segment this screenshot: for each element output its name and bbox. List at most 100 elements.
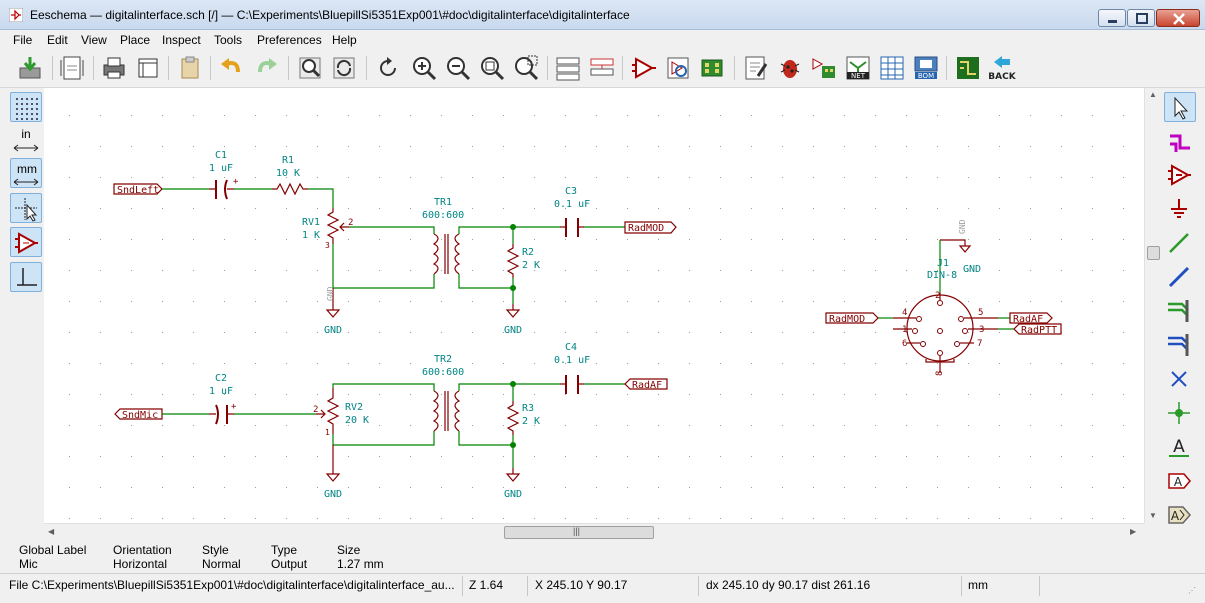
scroll-left-icon[interactable]: ◀	[48, 527, 55, 536]
global-label-sndleft[interactable]: SndLeft	[113, 183, 163, 196]
redo-icon[interactable]	[252, 54, 280, 82]
gnd-symbol[interactable]: GND	[504, 468, 522, 500]
back-icon[interactable]: BACK	[988, 54, 1017, 82]
grid-toggle-icon[interactable]	[10, 92, 42, 122]
c1-value: 1 uF	[209, 163, 233, 174]
resistor-r2[interactable]: R2 2 K	[506, 244, 540, 278]
capacitor-c1[interactable]: + C1 1 uF	[209, 150, 239, 200]
plot-icon[interactable]	[134, 54, 162, 82]
global-label-sndmic[interactable]: SndMic	[114, 408, 163, 421]
transformer-tr2[interactable]: TR2 600:600	[422, 354, 464, 432]
horizontal-scrollbar[interactable]: ◀ ||| ▶	[44, 523, 1144, 540]
mm-units-button[interactable]: mm	[10, 158, 42, 188]
wire-to-bus-entry-icon[interactable]	[1164, 296, 1196, 326]
back-icon-label: BACK	[988, 72, 1016, 82]
gnd-symbol[interactable]: GND	[324, 445, 342, 500]
menu-inspect[interactable]: Inspect	[162, 33, 201, 47]
scroll-up-icon[interactable]: ▲	[1149, 90, 1157, 99]
refresh-icon[interactable]	[374, 54, 402, 82]
gnd-symbol[interactable]: GND	[504, 304, 522, 336]
undo-icon[interactable]	[218, 54, 246, 82]
add-bus-icon[interactable]	[1164, 262, 1196, 292]
add-power-icon[interactable]	[1164, 194, 1196, 224]
j1-pin-3: 3	[979, 325, 984, 335]
scroll-right-icon[interactable]: ▶	[1130, 527, 1137, 536]
menu-file[interactable]: File	[13, 33, 33, 47]
maximize-button[interactable]	[1127, 9, 1155, 27]
r2-reference: R2	[522, 247, 534, 258]
minimize-button[interactable]	[1098, 9, 1126, 27]
symbol-browser-icon[interactable]	[664, 54, 692, 82]
menu-help[interactable]: Help	[332, 33, 357, 47]
no-connect-icon[interactable]	[1164, 364, 1196, 394]
pcbnew-icon[interactable]	[954, 54, 982, 82]
global-label-radmod[interactable]: RadMOD	[624, 221, 677, 234]
save-icon[interactable]	[16, 54, 44, 82]
page-settings-icon[interactable]	[58, 54, 86, 82]
add-wire-icon[interactable]	[1164, 228, 1196, 258]
global-label-radaf[interactable]: RadAF	[624, 378, 668, 391]
menu-place[interactable]: Place	[120, 33, 151, 47]
vertical-scroll-thumb[interactable]	[1147, 246, 1160, 260]
leave-sheet-icon[interactable]	[588, 54, 616, 82]
paste-icon[interactable]	[176, 54, 204, 82]
capacitor-c3[interactable]: C3 0.1 uF	[554, 186, 590, 237]
zoom-out-icon[interactable]	[444, 54, 472, 82]
capacitor-c2[interactable]: + C2 1 uF	[209, 373, 237, 425]
resistor-r1[interactable]: R1 10 K	[272, 155, 308, 196]
j1-value: DIN-8	[927, 270, 957, 281]
find-replace-icon[interactable]	[330, 54, 358, 82]
assign-footprints-icon[interactable]	[810, 54, 838, 82]
footprint-browser-icon[interactable]	[698, 54, 726, 82]
symbol-editor-icon[interactable]	[630, 54, 658, 82]
zoom-fit-icon[interactable]	[478, 54, 506, 82]
j1-pin-2: 2	[935, 291, 940, 301]
menu-tools[interactable]: Tools	[214, 33, 243, 47]
add-global-label-icon[interactable]: A	[1164, 466, 1196, 496]
bom-icon[interactable]: BOM	[912, 54, 940, 82]
erc-icon[interactable]	[776, 54, 804, 82]
zoom-in-icon[interactable]	[410, 54, 438, 82]
horizontal-scroll-thumb[interactable]: |||	[504, 526, 654, 539]
cursor-shape-icon[interactable]	[10, 193, 42, 223]
transformer-tr1[interactable]: TR1 600:600	[422, 197, 464, 275]
zoom-selection-icon[interactable]	[512, 54, 540, 82]
global-label-radaf-j1[interactable]: RadAF	[1009, 312, 1053, 325]
menu-preferences[interactable]: Preferences	[257, 33, 322, 47]
global-label-radptt[interactable]: RadPTT	[1013, 323, 1062, 336]
schematic-canvas[interactable]: SndLeft + C1 1 uF R1 10 K 2 RV1 1 K 3	[44, 88, 1144, 523]
connector-j1[interactable]: GND GND J1 DIN-8 2 4	[893, 219, 998, 376]
potentiometer-rv2[interactable]: 2 RV2 20 K 1	[313, 388, 369, 437]
find-icon[interactable]	[296, 54, 324, 82]
resistor-r3[interactable]: R3 2 K	[506, 401, 540, 435]
potentiometer-rv1[interactable]: 2 RV1 1 K 3	[302, 208, 353, 250]
bus-to-bus-entry-icon[interactable]	[1164, 330, 1196, 360]
menu-edit[interactable]: Edit	[47, 33, 68, 47]
r3-value: 2 K	[522, 416, 540, 427]
junction-icon[interactable]	[1164, 398, 1196, 428]
print-icon[interactable]	[100, 54, 128, 82]
vertical-scrollbar[interactable]: ▲ ▼	[1144, 88, 1161, 523]
netlist-icon[interactable]: NET	[844, 54, 872, 82]
close-button[interactable]	[1156, 9, 1200, 27]
menu-view[interactable]: View	[81, 33, 107, 47]
inch-units-button[interactable]: in	[10, 125, 42, 155]
select-icon[interactable]	[1164, 92, 1196, 122]
add-symbol-icon[interactable]	[1164, 160, 1196, 190]
scroll-down-icon[interactable]: ▼	[1149, 511, 1157, 520]
hierarchy-navigator-icon[interactable]	[554, 54, 582, 82]
c3-value: 0.1 uF	[554, 199, 590, 210]
rv2-reference: RV2	[345, 402, 363, 413]
hierarchical-pin-icon[interactable]	[1164, 126, 1196, 156]
annotate-icon[interactable]	[742, 54, 770, 82]
add-hierarchical-label-icon[interactable]: A	[1164, 500, 1196, 530]
edit-fields-icon[interactable]	[878, 54, 906, 82]
gnd-label: GND	[324, 489, 342, 500]
global-label-radmod-j1[interactable]: RadMOD	[825, 312, 879, 325]
gnd-symbol[interactable]: GND GND	[324, 286, 342, 336]
add-label-icon[interactable]: A	[1164, 432, 1196, 462]
capacitor-c4[interactable]: C4 0.1 uF	[554, 342, 590, 394]
line-angle-icon[interactable]	[10, 262, 42, 292]
resize-grip-icon[interactable]: ⋰	[1188, 586, 1196, 595]
show-hidden-pins-icon[interactable]	[10, 227, 42, 257]
